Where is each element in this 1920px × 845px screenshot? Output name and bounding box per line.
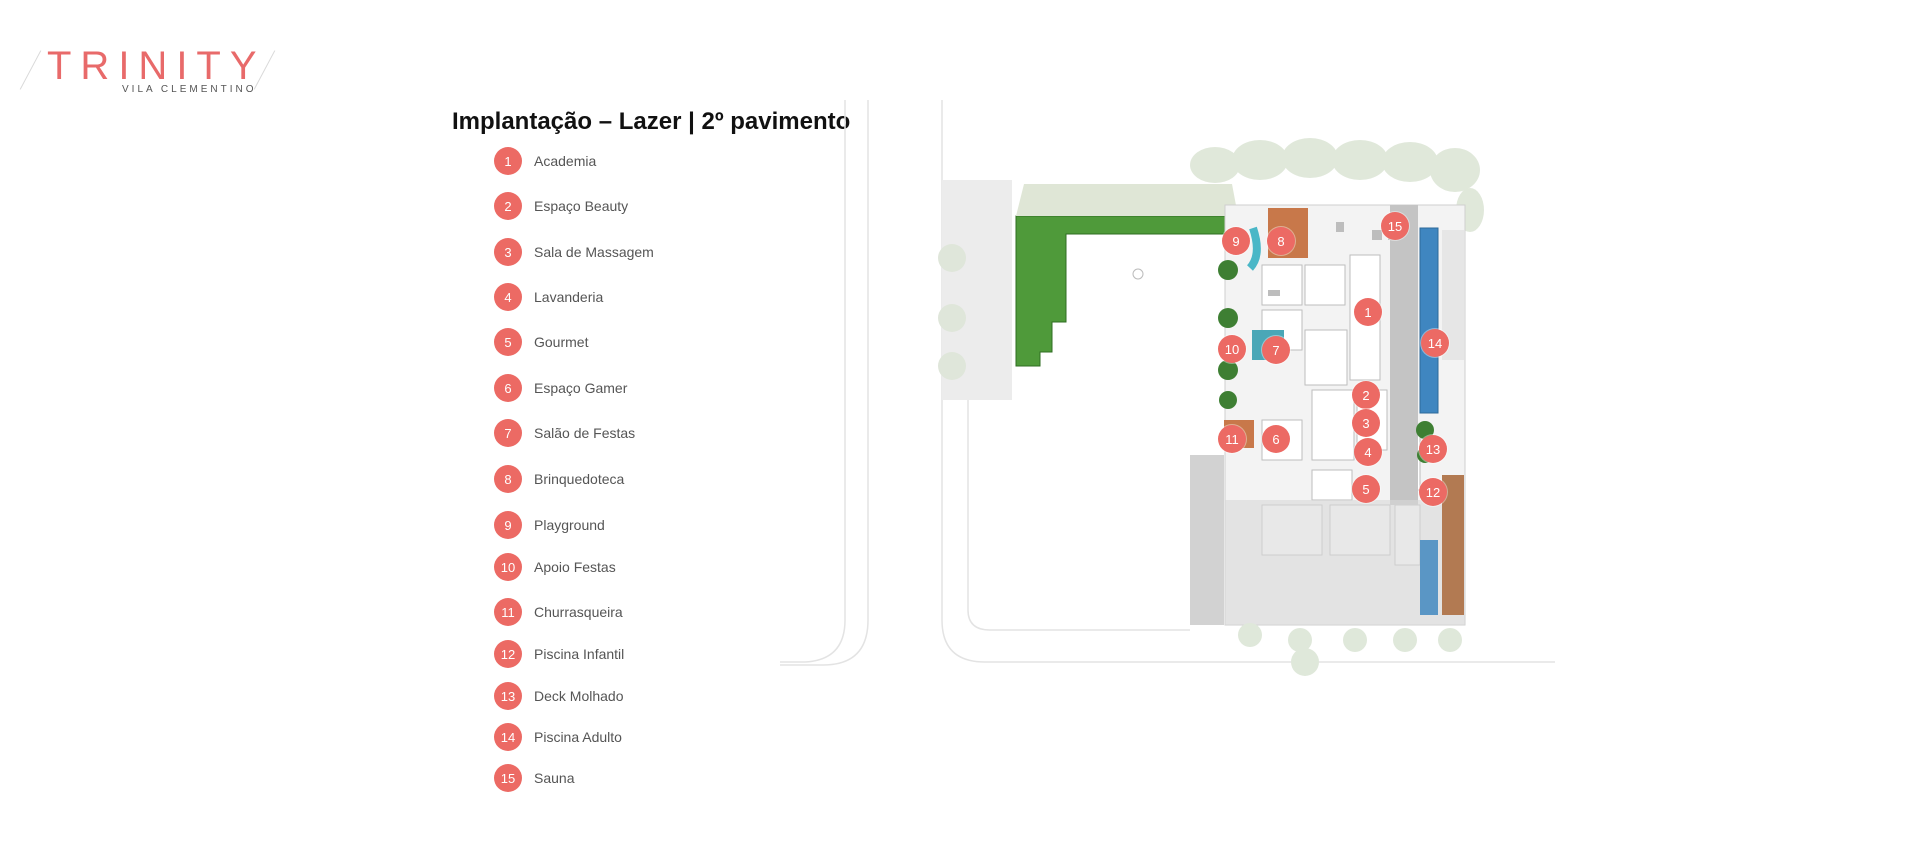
legend-number-badge: 13 bbox=[494, 682, 522, 710]
legend-label: Churrasqueira bbox=[534, 604, 623, 620]
map-marker-4: 4 bbox=[1354, 438, 1382, 466]
legend-label: Piscina Adulto bbox=[534, 729, 622, 745]
legend-item: 9 Playground bbox=[494, 510, 605, 540]
legend-label: Brinquedoteca bbox=[534, 471, 625, 487]
map-marker-10: 10 bbox=[1218, 335, 1246, 363]
legend-label: Espaço Beauty bbox=[534, 198, 629, 214]
legend-label: Sauna bbox=[534, 770, 575, 786]
legend-number-badge: 4 bbox=[494, 283, 522, 311]
legend-label: Apoio Festas bbox=[534, 559, 616, 575]
legend-label: Deck Molhado bbox=[534, 688, 624, 704]
adult-pool bbox=[1419, 227, 1439, 414]
logo-slash-left bbox=[19, 50, 42, 90]
trees-building bbox=[1218, 260, 1434, 463]
legend-number-badge: 5 bbox=[494, 328, 522, 356]
logo-wordmark: TRINITY bbox=[47, 44, 266, 88]
kids-room-floor bbox=[1268, 208, 1308, 258]
deck bbox=[1390, 205, 1418, 505]
walkway bbox=[1190, 455, 1224, 625]
trees-top bbox=[1190, 138, 1484, 232]
legend-item: 15 Sauna bbox=[494, 763, 574, 793]
legend-item: 7 Salão de Festas bbox=[494, 418, 635, 448]
neighbour-lot bbox=[942, 180, 1012, 400]
legend-item: 12 Piscina Infantil bbox=[494, 639, 624, 669]
trinity-logo: TRINITY VILA CLEMENTINO bbox=[19, 44, 276, 100]
legend-item: 4 Lavanderia bbox=[494, 282, 603, 312]
legend-item: 14 Piscina Adulto bbox=[494, 722, 622, 752]
legend-number-badge: 2 bbox=[494, 192, 522, 220]
garden-top-border bbox=[1016, 184, 1238, 216]
legend-number-badge: 14 bbox=[494, 723, 522, 751]
building-footprint bbox=[1224, 204, 1466, 626]
legend-number-badge: 9 bbox=[494, 511, 522, 539]
party-lounge bbox=[1252, 330, 1284, 360]
map-marker-2: 2 bbox=[1352, 381, 1380, 409]
legend-item: 13 Deck Molhado bbox=[494, 681, 624, 711]
legend-number-badge: 15 bbox=[494, 764, 522, 792]
legend-label: Sala de Massagem bbox=[534, 244, 654, 260]
legend-item: 8 Brinquedoteca bbox=[494, 464, 624, 494]
legend-number-badge: 6 bbox=[494, 374, 522, 402]
bbq-floor bbox=[1224, 420, 1254, 448]
garden-strip bbox=[1015, 215, 1239, 367]
legend-label: Academia bbox=[534, 153, 597, 169]
legend-label: Gourmet bbox=[534, 334, 589, 350]
legend-label: Piscina Infantil bbox=[534, 646, 625, 662]
map-marker-14: 14 bbox=[1421, 329, 1449, 357]
legend-item: 10 Apoio Festas bbox=[494, 552, 616, 582]
map-marker-6: 6 bbox=[1262, 425, 1290, 453]
map-marker-1: 1 bbox=[1354, 298, 1382, 326]
map-marker-15: 15 bbox=[1381, 212, 1409, 240]
side-walk bbox=[1442, 230, 1464, 360]
legend-label: Espaço Gamer bbox=[534, 380, 628, 396]
map-marker-9: 9 bbox=[1222, 227, 1250, 255]
legend-item: 1 Academia bbox=[494, 146, 596, 176]
kids-pool bbox=[1420, 540, 1438, 615]
map-marker-13: 13 bbox=[1419, 435, 1447, 463]
legend-item: 5 Gourmet bbox=[494, 327, 588, 357]
map-marker-3: 3 bbox=[1352, 409, 1380, 437]
legend-label: Lavanderia bbox=[534, 289, 604, 305]
legend-label: Playground bbox=[534, 517, 605, 533]
map-marker-11: 11 bbox=[1218, 425, 1246, 453]
map-marker-7: 7 bbox=[1262, 336, 1290, 364]
map-marker-5: 5 bbox=[1352, 475, 1380, 503]
legend-item: 11 Churrasqueira bbox=[494, 597, 623, 627]
legend-item: 3 Sala de Massagem bbox=[494, 237, 654, 267]
legend-number-badge: 10 bbox=[494, 553, 522, 581]
legend-label: Salão de Festas bbox=[534, 425, 636, 441]
logo-subtitle: VILA CLEMENTINO bbox=[122, 84, 257, 95]
wooden-deck bbox=[1442, 475, 1464, 615]
street-outlines bbox=[780, 100, 1555, 666]
legend-number-badge: 11 bbox=[494, 598, 522, 626]
legend-number-badge: 3 bbox=[494, 238, 522, 266]
map-marker-8: 8 bbox=[1267, 227, 1295, 255]
interior-rooms bbox=[1261, 254, 1421, 566]
dark-fixtures bbox=[1268, 222, 1398, 296]
map-marker-12: 12 bbox=[1419, 478, 1447, 506]
trees-bottom bbox=[1238, 623, 1462, 676]
playground-slide bbox=[1246, 226, 1261, 271]
legend-item: 2 Espaço Beauty bbox=[494, 191, 628, 221]
page-title: Implantação – Lazer | 2º pavimento bbox=[452, 108, 851, 135]
fountain bbox=[1132, 268, 1144, 280]
trees-left bbox=[938, 244, 966, 380]
legend-item: 6 Espaço Gamer bbox=[494, 373, 627, 403]
lower-terrace bbox=[1225, 500, 1465, 625]
legend-number-badge: 12 bbox=[494, 640, 522, 668]
legend-number-badge: 8 bbox=[494, 465, 522, 493]
legend-number-badge: 1 bbox=[494, 147, 522, 175]
legend-number-badge: 7 bbox=[494, 419, 522, 447]
